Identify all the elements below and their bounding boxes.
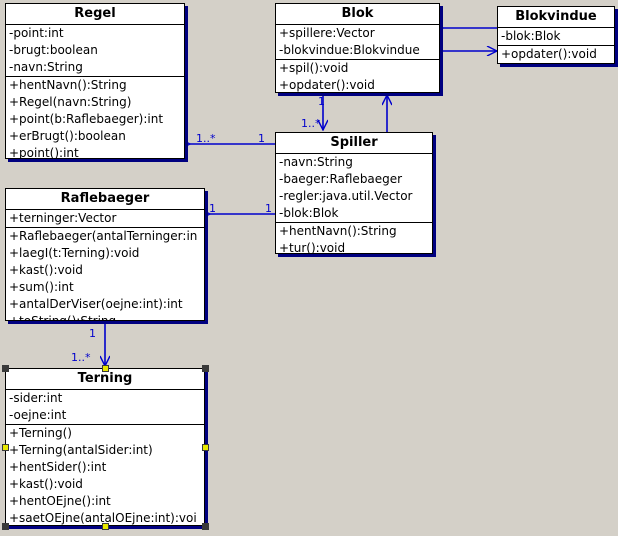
operation: +kast():void [9, 477, 83, 491]
edge-label: 1..* [196, 132, 216, 145]
edge-label: 1 [265, 202, 272, 215]
selection-handle-bottom-right[interactable] [202, 523, 209, 530]
operation: +antalDerViser(oejne:int):int [9, 297, 183, 311]
attributes-compartment: -point:int -brugt:boolean -navn:String [6, 25, 184, 77]
operations-compartment: +spil():void +opdater():void [276, 60, 439, 92]
attributes-compartment: -blok:Blok [498, 28, 614, 46]
operation: +hentNavn():String [9, 78, 127, 92]
class-name: Regel [6, 4, 184, 25]
edge-label: 1..* [71, 351, 91, 364]
attribute: +spillere:Vector [279, 26, 375, 40]
class-name: Raflebaeger [6, 189, 204, 210]
selection-handle-top-right[interactable] [202, 365, 209, 372]
operation: +tur():void [279, 241, 346, 254]
operations-compartment: +Raflebaeger(antalTerninger:in +laegI(t:… [6, 228, 204, 321]
attributes-compartment: -navn:String -baeger:Raflebaeger -regler… [276, 154, 432, 223]
attributes-compartment: +terninger:Vector [6, 210, 204, 228]
attributes-compartment: +spillere:Vector -blokvindue:Blokvindue [276, 25, 439, 60]
operation: +hentSider():int [9, 460, 107, 474]
selection-handle-top-left[interactable] [2, 365, 9, 372]
class-name: Blok [276, 4, 439, 25]
uml-class-blok[interactable]: Blok +spillere:Vector -blokvindue:Blokvi… [275, 3, 440, 93]
selection-handle-bottom-left[interactable] [2, 523, 9, 530]
attribute: +terninger:Vector [9, 211, 117, 225]
edge-label: 1 [209, 202, 216, 215]
uml-class-terning[interactable]: Terning -sider:int -oejne:int +Terning()… [5, 368, 205, 526]
operations-compartment: +Terning() +Terning(antalSider:int) +hen… [6, 425, 204, 525]
attribute: -regler:java.util.Vector [279, 189, 413, 203]
operation: +spil():void [279, 61, 349, 75]
operation: +hentOEjne():int [9, 494, 111, 508]
operation: +point():int [9, 146, 79, 159]
class-name: Spiller [276, 133, 432, 154]
uml-class-regel[interactable]: Regel -point:int -brugt:boolean -navn:St… [5, 3, 185, 159]
operation: +saetOEjne(antalOEjne:int):voi [9, 511, 197, 525]
operation: +Regel(navn:String) [9, 95, 132, 109]
operation: +Terning() [9, 426, 72, 440]
selection-handle-middle-right[interactable] [202, 444, 209, 451]
uml-class-raflebaeger[interactable]: Raflebaeger +terninger:Vector +Raflebaeg… [5, 188, 205, 321]
operation: +erBrugt():boolean [9, 129, 126, 143]
operations-compartment: +opdater():void [498, 46, 614, 63]
uml-class-blokvindue[interactable]: Blokvindue -blok:Blok +opdater():void [497, 6, 615, 64]
operation: +toString():String [9, 314, 117, 321]
attribute: -oejne:int [9, 408, 67, 422]
class-name: Terning [6, 369, 204, 390]
edge-label: 1 [318, 95, 325, 108]
operation: +laegI(t:Terning):void [9, 246, 140, 260]
operations-compartment: +hentNavn():String +tur():void [276, 223, 432, 254]
operation: +Terning(antalSider:int) [9, 443, 153, 457]
attribute: -sider:int [9, 391, 63, 405]
operation: +point(b:Raflebaeger):int [9, 112, 164, 126]
operation: +Raflebaeger(antalTerninger:in [9, 229, 198, 243]
attribute: -blok:Blok [501, 29, 561, 43]
operation: +kast():void [9, 263, 83, 277]
operation: +sum():int [9, 280, 74, 294]
operation: +opdater():void [279, 78, 375, 92]
operation: +hentNavn():String [279, 224, 397, 238]
operations-compartment: +hentNavn():String +Regel(navn:String) +… [6, 77, 184, 159]
uml-class-spiller[interactable]: Spiller -navn:String -baeger:Raflebaeger… [275, 132, 433, 254]
attribute: -blokvindue:Blokvindue [279, 43, 420, 57]
attribute: -brugt:boolean [9, 43, 98, 57]
attribute: -blok:Blok [279, 206, 339, 220]
attribute: -point:int [9, 26, 64, 40]
attribute: -navn:String [9, 60, 83, 74]
edge-label: 1 [258, 132, 265, 145]
selection-handle-bottom-center[interactable] [102, 523, 109, 530]
attributes-compartment: -sider:int -oejne:int [6, 390, 204, 425]
selection-handle-top-center[interactable] [102, 365, 109, 372]
operation: +opdater():void [501, 47, 597, 61]
attribute: -navn:String [279, 155, 353, 169]
attribute: -baeger:Raflebaeger [279, 172, 403, 186]
edge-label: 1..* [301, 117, 321, 130]
selection-handle-middle-left[interactable] [2, 444, 9, 451]
class-name: Blokvindue [498, 7, 614, 28]
edge-label: 1 [89, 327, 96, 340]
